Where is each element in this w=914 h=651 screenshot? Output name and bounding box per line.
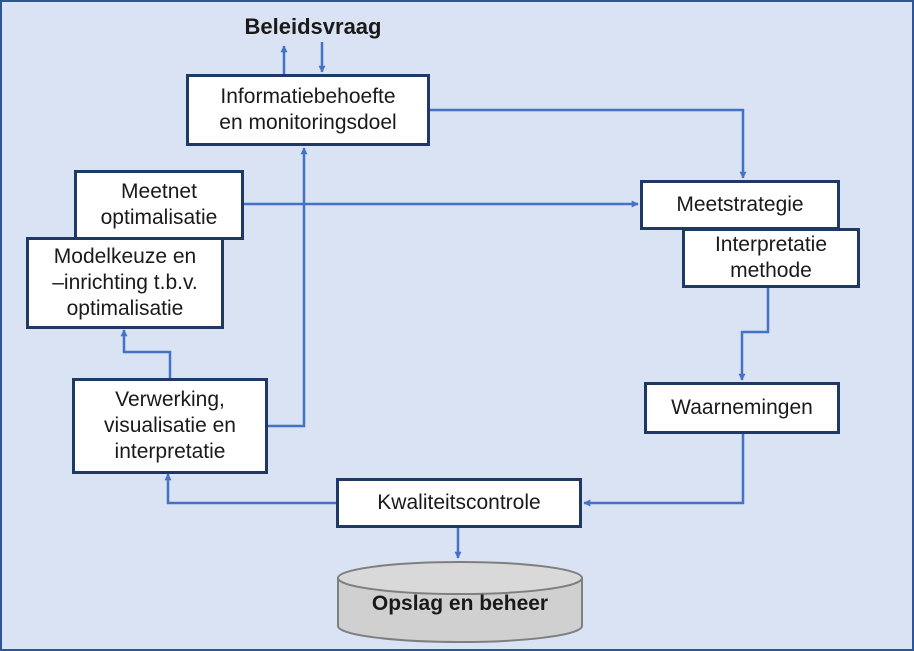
arrow-waarnemingen-to-kwaliteitscontrole: [583, 432, 745, 507]
waarnemingen-label: Waarnemingen: [671, 396, 813, 419]
arrow-verwerking-to-modelkeuze: [120, 329, 172, 378]
database-icon: [337, 561, 583, 643]
modelkeuze-label: Modelkeuze en –inrichting t.b.v. optimal…: [52, 245, 198, 320]
informatiebehoefte-label: Informatiebehoefte en monitoringsdoel: [219, 85, 397, 134]
arrow-verwerking-to-informatiebehoefte: [268, 147, 308, 428]
meetstrategie-box: Meetstrategie: [640, 180, 840, 230]
meetstrategie-label: Meetstrategie: [676, 193, 804, 216]
waarnemingen-box: Waarnemingen: [644, 382, 840, 434]
opslag-label: Opslag en beheer: [371, 592, 549, 615]
verwerking-label: Verwerking, visualisatie en interpretati…: [104, 388, 236, 463]
interpretatie-methode-box: Interpretatie methode: [682, 228, 860, 288]
interpretatie-methode-label: Interpretatie methode: [714, 233, 828, 282]
meetnet-optimalisatie-label: Meetnet optimalisatie: [100, 180, 218, 229]
informatiebehoefte-box: Informatiebehoefte en monitoringsdoel: [186, 74, 430, 146]
modelkeuze-box: Modelkeuze en –inrichting t.b.v. optimal…: [26, 237, 224, 329]
kwaliteitscontrole-box: Kwaliteitscontrole: [336, 478, 582, 528]
beleidsvraag-label: Beleidsvraag: [244, 14, 382, 39]
meetnet-optimalisatie-box: Meetnet optimalisatie: [74, 170, 244, 240]
arrow-interpretatie-to-waarnemingen: [738, 288, 770, 381]
verwerking-box: Verwerking, visualisatie en interpretati…: [72, 378, 268, 474]
kwaliteitscontrole-label: Kwaliteitscontrole: [377, 491, 541, 514]
arrow-kwaliteitscontrole-to-verwerking: [164, 473, 336, 505]
arrow-info-to-meetstrategie: [430, 108, 747, 179]
